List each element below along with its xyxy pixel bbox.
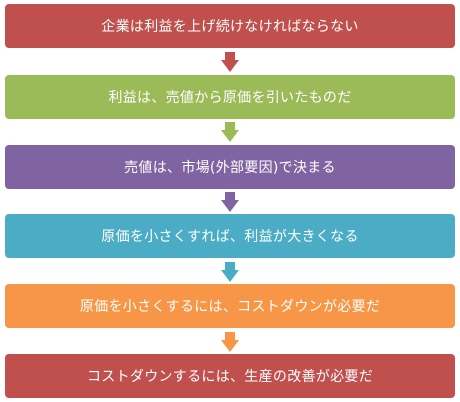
down-arrow-icon [221, 262, 239, 282]
flow-step-2: 利益は、売値から原価を引いたものだ [5, 75, 455, 119]
down-arrow-icon [221, 332, 239, 352]
flow-step-3: 売値は、市場(外部要因)で決まる [5, 145, 455, 189]
flow-step-6: コストダウンするには、生産の改善が必要だ [5, 354, 455, 398]
flow-step-5: 原価を小さくするには、コストダウンが必要だ [5, 284, 455, 328]
flow-step-4: 原価を小さくすれば、利益が大きくなる [5, 214, 455, 258]
down-arrow-icon [221, 192, 239, 212]
down-arrow-icon [221, 122, 239, 142]
flow-step-1: 企業は利益を上げ続けなければならない [5, 4, 455, 48]
down-arrow-icon [221, 52, 239, 72]
